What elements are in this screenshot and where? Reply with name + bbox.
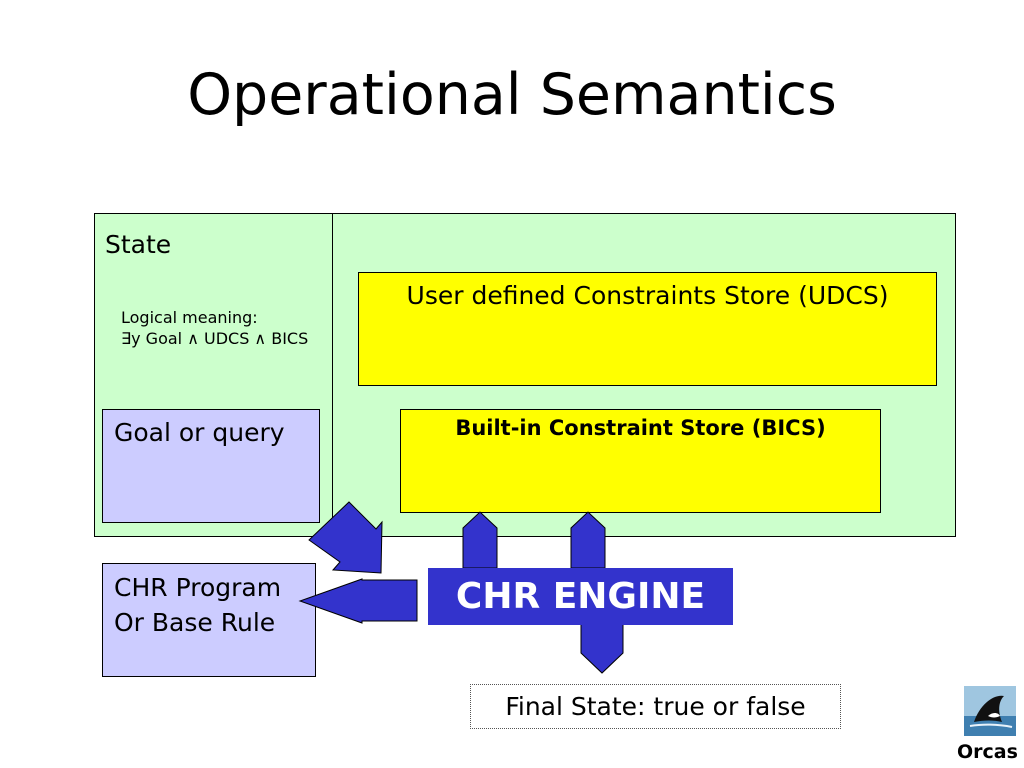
chr-program-label: CHR Program Or Base Rule (114, 570, 281, 640)
chr-engine-label: CHR ENGINE (428, 568, 733, 625)
chr-program-line1: CHR Program (114, 573, 282, 602)
bics-label: Built-in Constraint Store (BICS) (455, 416, 826, 440)
bics-box (400, 409, 881, 513)
final-state-label: Final State: true or false (505, 692, 806, 721)
goal-label: Goal or query (114, 418, 285, 447)
logical-meaning-formula: ∃y Goal ∧ UDCS ∧ BICS (121, 329, 309, 348)
chr-program-box (102, 563, 316, 677)
engine-to-program-arrow (298, 578, 418, 624)
logical-meaning: Logical meaning: ∃y Goal ∧ UDCS ∧ BICS (121, 307, 308, 349)
slide-title: Operational Semantics (187, 62, 837, 128)
udcs-label: User defined Constraints Store (UDCS) (406, 281, 889, 310)
state-divider (332, 213, 333, 537)
final-state-box (470, 684, 841, 729)
logo-caption: Orcas (957, 741, 1018, 763)
engine-to-bics-arrow-right (570, 511, 606, 569)
engine-to-bics-arrow-left (462, 511, 498, 569)
goal-to-engine-arrow (308, 501, 383, 574)
goal-box (102, 409, 320, 523)
udcs-box (358, 272, 937, 386)
logical-meaning-line1: Logical meaning: (121, 308, 258, 327)
orca-whale-icon (964, 686, 1016, 736)
state-label: State (105, 230, 172, 259)
chr-program-line2: Or Base Rule (114, 608, 276, 637)
